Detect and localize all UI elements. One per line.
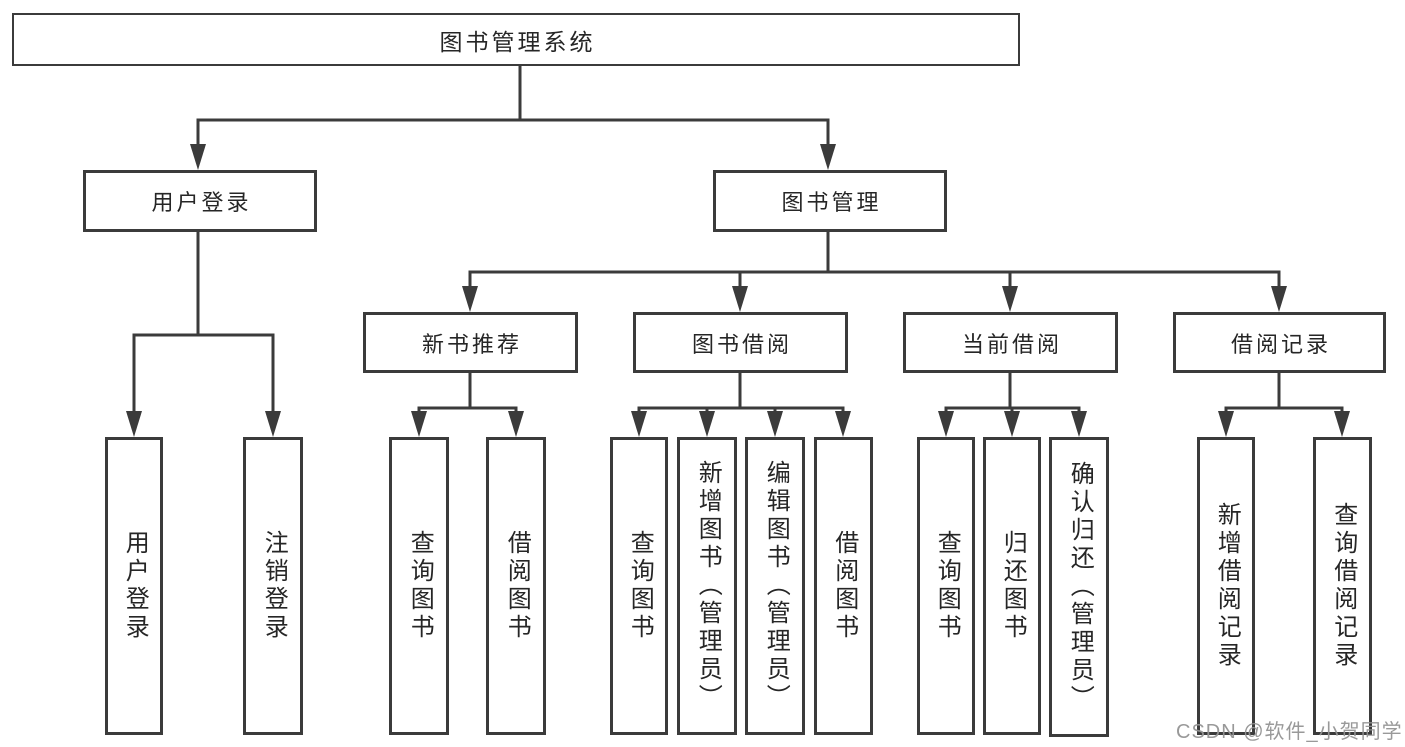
- node-borrowing-records: 借阅记录: [1173, 312, 1386, 373]
- node-user-login-label: 用户登录: [151, 190, 252, 215]
- node-edit-books-admin: 编辑图书（管理员）: [745, 437, 805, 735]
- node-return-books-label: 归还图书: [999, 530, 1027, 642]
- node-current-borrowing: 当前借阅: [903, 312, 1118, 373]
- node-user-login-action-label: 用户登录: [121, 530, 149, 642]
- node-borrowing-borrow-books: 借阅图书: [814, 437, 873, 735]
- node-book-borrowing-label: 图书借阅: [691, 331, 792, 357]
- node-logout-label: 注销登录: [260, 530, 288, 642]
- node-recommend-query-books: 查询图书: [389, 437, 449, 735]
- node-add-borrow-record-label: 新增借阅记录: [1213, 502, 1241, 670]
- node-confirm-return-admin: 确认归还（管理员）: [1049, 437, 1109, 737]
- node-add-books-admin: 新增图书（管理员）: [677, 437, 737, 735]
- node-return-books: 归还图书: [983, 437, 1041, 735]
- node-confirm-return-admin-label: 确认归还（管理员）: [1066, 461, 1094, 713]
- node-recommend-borrow-books-label: 借阅图书: [503, 530, 531, 642]
- node-edit-books-admin-label: 编辑图书（管理员）: [762, 460, 790, 712]
- node-query-borrow-record-label: 查询借阅记录: [1329, 502, 1357, 670]
- watermark: CSDN @软件_小贺同学: [1176, 721, 1403, 743]
- node-new-book-recommendation-label: 新书推荐: [421, 331, 522, 357]
- node-query-borrow-record: 查询借阅记录: [1313, 437, 1372, 735]
- node-book-borrowing: 图书借阅: [633, 312, 848, 373]
- node-borrowing-records-label: 借阅记录: [1230, 331, 1331, 357]
- node-current-query-books: 查询图书: [917, 437, 975, 735]
- node-root-label: 图书管理系统: [439, 28, 596, 55]
- node-recommend-borrow-books: 借阅图书: [486, 437, 546, 735]
- node-root: 图书管理系统: [12, 13, 1020, 66]
- node-recommend-query-books-label: 查询图书: [406, 530, 434, 642]
- node-book-management-label: 图书管理: [781, 190, 882, 215]
- node-current-query-books-label: 查询图书: [933, 530, 961, 642]
- node-logout: 注销登录: [243, 437, 303, 735]
- node-current-borrowing-label: 当前借阅: [961, 331, 1062, 357]
- node-user-login: 用户登录: [83, 170, 317, 232]
- node-add-borrow-record: 新增借阅记录: [1197, 437, 1255, 735]
- node-borrowing-query-books-label: 查询图书: [626, 530, 654, 642]
- node-user-login-action: 用户登录: [105, 437, 163, 735]
- node-borrowing-query-books: 查询图书: [610, 437, 668, 735]
- node-book-management: 图书管理: [713, 170, 947, 232]
- node-new-book-recommendation: 新书推荐: [363, 312, 578, 373]
- node-borrowing-borrow-books-label: 借阅图书: [830, 530, 858, 642]
- node-add-books-admin-label: 新增图书（管理员）: [694, 460, 722, 712]
